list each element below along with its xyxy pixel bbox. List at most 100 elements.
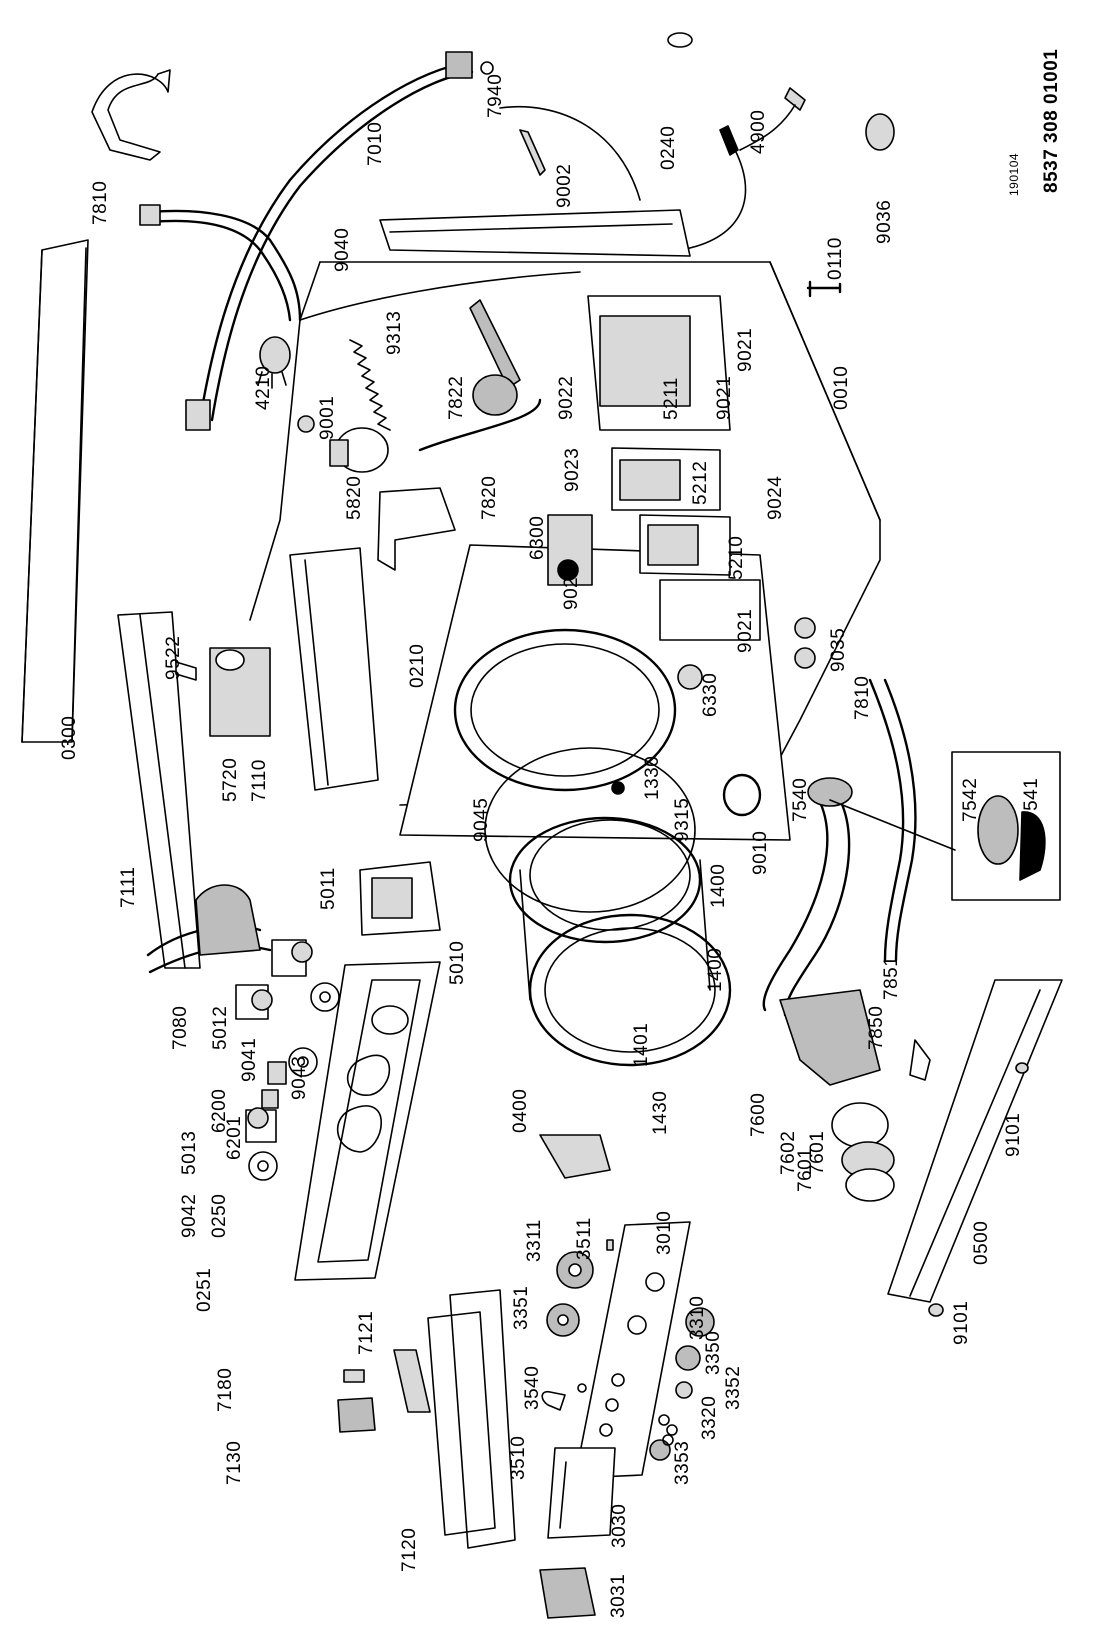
part-label: 3540 <box>522 1365 543 1410</box>
pressure-switch <box>297 415 389 473</box>
part-label: 9022 <box>561 565 582 610</box>
screw <box>806 280 842 298</box>
part-label: 9002 <box>554 163 575 208</box>
part-label: 1330 <box>642 755 663 800</box>
part-label: 0210 <box>407 643 428 688</box>
top-cover-plate <box>21 239 89 743</box>
kickplate <box>887 979 1063 1317</box>
detergent-dispenser-housing <box>289 547 379 791</box>
part-label: 9036 <box>874 199 895 244</box>
hose-clamp <box>722 773 762 817</box>
rear-feet <box>677 617 816 690</box>
part-label: 9041 <box>239 1037 260 1082</box>
part-label: 3031 <box>608 1573 629 1618</box>
part-label: 6300 <box>527 515 548 560</box>
dispenser-drawer-body <box>337 1289 516 1549</box>
part-label: 3510 <box>508 1435 529 1480</box>
part-label: 3320 <box>699 1395 720 1440</box>
part-label: 3311 <box>524 1219 545 1262</box>
part-label: 5010 <box>447 940 468 985</box>
part-label: 7110 <box>249 759 270 802</box>
part-label: 4900 <box>748 109 769 154</box>
part-label: 5013 <box>179 1130 200 1175</box>
part-label: 3511 <box>574 1217 595 1260</box>
part-label: 7130 <box>224 1440 245 1485</box>
part-label: 5011 <box>318 867 339 910</box>
part-label: 0250 <box>209 1193 230 1238</box>
door-hinge <box>539 1134 611 1179</box>
part-label: 7180 <box>215 1367 236 1412</box>
document-number: 8537 308 01001 <box>1041 48 1062 193</box>
part-label: 9045 <box>471 797 492 842</box>
part-label: 9021 <box>714 375 735 420</box>
part-label: 7600 <box>748 1092 769 1137</box>
part-label: 9022 <box>556 375 577 420</box>
part-label: 7111 <box>118 866 139 908</box>
part-label: 9035 <box>828 627 849 672</box>
part-label: 9101 <box>1003 1112 1024 1157</box>
part-label: 7542 <box>960 777 981 822</box>
inlet-hose <box>185 51 494 431</box>
corrugated-drain-hose <box>139 204 302 322</box>
part-label: 9043 <box>289 1055 310 1100</box>
part-label: 7940 <box>485 73 506 118</box>
seal-detail-inset <box>829 751 1061 901</box>
part-label: 9313 <box>384 310 405 355</box>
part-label: 9024 <box>765 475 786 520</box>
part-label: 7120 <box>399 1527 420 1572</box>
part-label: 5720 <box>220 757 241 802</box>
spring-and-hose <box>349 299 542 452</box>
part-label: 6330 <box>700 672 721 717</box>
part-label: 5012 <box>210 1005 231 1050</box>
part-label: 7601 <box>795 1147 816 1192</box>
top-frame <box>379 209 691 257</box>
control-panel-frame <box>294 961 441 1281</box>
part-label: 1430 <box>650 1090 671 1135</box>
part-label: 3352 <box>723 1365 744 1410</box>
part-label: 9315 <box>672 797 693 842</box>
part-label: 5212 <box>690 460 711 505</box>
part-label: 3010 <box>654 1210 675 1255</box>
drain-pump <box>779 989 931 1202</box>
part-label: 5820 <box>344 475 365 520</box>
part-label: 1401 <box>631 1022 652 1067</box>
part-label: 3353 <box>672 1440 693 1485</box>
programmer-unit <box>359 861 441 936</box>
part-label: 9023 <box>562 447 583 492</box>
part-label: 5211 <box>661 377 682 420</box>
part-label: 1400 <box>708 863 729 908</box>
door-seal-rings <box>484 747 732 1067</box>
knobs-and-buttons <box>541 1239 715 1461</box>
part-label: 9040 <box>332 227 353 272</box>
bellows-hose <box>146 884 272 974</box>
part-label: 3351 <box>511 1285 532 1330</box>
mounting-bracket <box>377 487 456 571</box>
dispenser-lid <box>117 611 201 969</box>
part-label: 0110 <box>825 237 846 280</box>
sump-hose <box>762 777 853 1017</box>
part-label: 0010 <box>831 365 852 410</box>
part-label: 4210 <box>253 365 274 410</box>
control-modules <box>587 295 761 641</box>
part-label: 0251 <box>194 1267 215 1312</box>
part-label: 9021 <box>735 608 756 653</box>
part-label: 1400 <box>705 947 726 992</box>
door-lock <box>547 514 593 586</box>
part-label: 0400 <box>510 1088 531 1133</box>
part-label: 0240 <box>658 125 679 170</box>
control-fascia <box>574 1221 691 1479</box>
part-label: 0500 <box>971 1220 992 1265</box>
mains-cable-and-clips <box>499 32 895 251</box>
part-label: 7810 <box>90 180 111 225</box>
part-label: 3350 <box>703 1330 724 1375</box>
part-label: 7820 <box>479 475 500 520</box>
inlet-valve <box>175 647 271 737</box>
part-label: 7540 <box>790 777 811 822</box>
part-label: 9522 <box>163 635 184 680</box>
part-label: 7121 <box>356 1310 377 1355</box>
suppressor-component <box>257 336 291 389</box>
right-corrugated-hose <box>868 678 917 962</box>
part-label: 7541 <box>1021 777 1042 822</box>
